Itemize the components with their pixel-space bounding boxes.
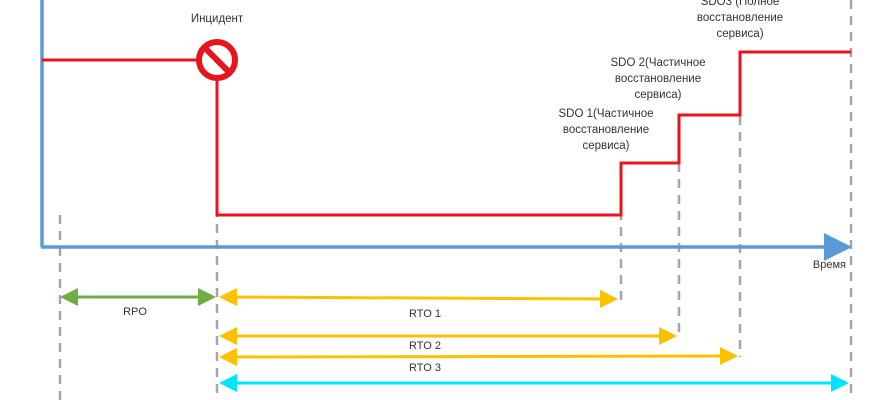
sdo2-line: восстановление [614,73,702,85]
sdo2-line: SDO 2(Частичное [610,57,706,69]
sdo1-line: SDO 1(Частичное [558,108,654,120]
rto3-label: RTO 3 [409,362,441,374]
sdo3-line: восстановление [696,12,784,24]
sdo2-label: SDO 2(Частичное восстановление сервиса) [611,55,706,103]
x-axis-label: Время [812,259,846,271]
sdo2-line: сервиса) [634,89,682,101]
sdo1-line: сервиса) [582,140,630,152]
sdo3-line: сервиса) [716,28,764,40]
sdo3-label: SDO3 (Полное восстановление сервиса) [697,0,783,42]
rto3-arrow [219,347,738,366]
sdo1-line: восстановление [562,124,650,136]
incident-label: Инцидент [190,13,244,25]
incident-prohibited-icon [196,39,238,81]
sdo3-line: SDO3 (Полное [700,0,780,8]
rto1-label: RTO 1 [409,308,441,320]
rto2-label: RTO 2 [409,340,441,352]
rpo-label: RPO [123,306,147,318]
rto1-arrow [219,288,618,308]
sdo1-label: SDO 1(Частичное восстановление сервиса) [559,106,654,154]
service-level-line [215,50,851,217]
